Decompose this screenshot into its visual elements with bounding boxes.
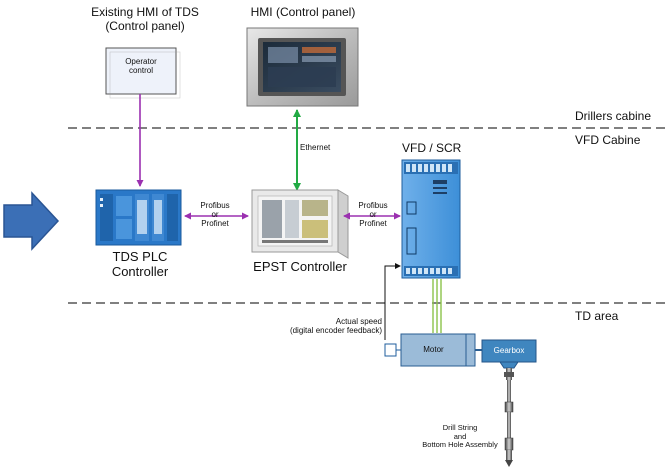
zone-label-vfd-cabine: VFD Cabine xyxy=(575,133,641,147)
hmi-panel-image xyxy=(246,27,359,107)
motor-block xyxy=(400,333,482,367)
drill-string-image xyxy=(504,368,514,467)
profibus-left-label: Profibus or Profinet xyxy=(200,201,230,229)
existing-hmi-title: Existing HMI of TDS (Control panel) xyxy=(91,5,199,33)
vfd-title: VFD / SCR xyxy=(402,141,462,155)
drill-string-label: Drill String and Bottom Hole Assembly xyxy=(422,423,498,450)
ethernet-label: Ethernet xyxy=(300,143,331,152)
gearbox-label: Gearbox xyxy=(493,346,525,355)
motor-label: Motor xyxy=(423,345,444,354)
tds-plc-label: TDS PLC Controller xyxy=(111,249,169,279)
zone-label-td-area: TD area xyxy=(575,309,619,323)
hmi-title: HMI (Control panel) xyxy=(250,5,356,19)
actual-speed-label: Actual speed (digital encoder feedback) xyxy=(289,317,382,336)
gearbox-block xyxy=(481,339,537,369)
power-cables xyxy=(432,279,442,333)
epst-controller-cabinet xyxy=(251,189,349,259)
tds-plc-device xyxy=(95,189,182,246)
encoder-sensor xyxy=(384,343,397,357)
input-arrow-icon xyxy=(3,191,60,251)
operator-control-box xyxy=(105,47,181,99)
encoder-feedback-link xyxy=(384,263,401,340)
profibus-right-label: Profibus or Profinet xyxy=(358,201,388,229)
zone-label-drillers-cabine: Drillers cabine xyxy=(575,109,652,123)
operator-control-label: Operator control xyxy=(125,57,157,76)
vfd-scr-drive xyxy=(401,159,461,279)
epst-controller-label: EPST Controller xyxy=(253,259,347,274)
